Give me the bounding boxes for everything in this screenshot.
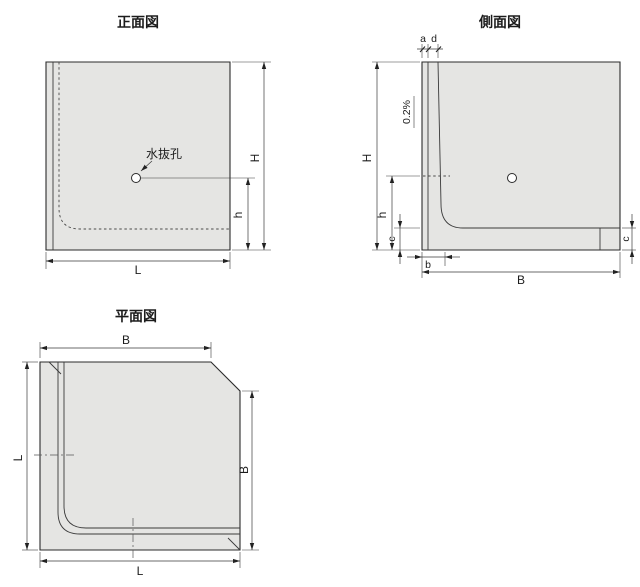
front-dim-H-label: H	[248, 154, 262, 163]
side-dim-a-label: a	[420, 33, 426, 45]
side-panel-face	[421, 61, 621, 251]
side-drain-hole	[507, 173, 517, 183]
plan-wall-end-chamfer-right	[227, 537, 241, 551]
front-view-title: 正面図	[117, 14, 159, 30]
side-dim-cright-label: c	[620, 236, 632, 241]
side-dim-B-label: B	[517, 273, 525, 287]
drain-hole-leader-arrow	[140, 160, 153, 172]
side-wall-back-face-and-base-line	[437, 61, 620, 229]
side-dim-tick-3	[435, 46, 442, 53]
front-hidden-base-outline	[58, 62, 230, 230]
side-dim-tick-1	[419, 46, 426, 53]
plan-dim-Bright-label: B	[237, 466, 251, 474]
side-dim-d-label: d	[431, 33, 437, 45]
side-dim-H-label: H	[360, 154, 374, 163]
front-view: 正面図 水抜孔 H h L	[45, 14, 271, 277]
side-dim-cleft-label: c	[386, 236, 398, 241]
front-drain-hole	[131, 173, 141, 183]
side-dim-h-label: h	[375, 212, 389, 219]
front-dim-h-label: h	[231, 212, 245, 219]
plan-wall-end-chamfer-top	[48, 361, 62, 375]
plan-dim-Lleft-label: L	[11, 454, 25, 461]
side-dim-tick-2	[425, 46, 432, 53]
plan-base-outline	[39, 361, 241, 551]
front-dim-L-label: L	[135, 263, 142, 277]
plan-view-title: 平面図	[115, 308, 157, 324]
front-panel-face	[45, 61, 231, 251]
slope-label: 0.2%	[401, 100, 413, 124]
plan-wall-chamfer-line	[57, 362, 240, 535]
side-view: 側面図 0.2% a d H h c	[360, 14, 636, 287]
side-view-title: 側面図	[478, 14, 521, 30]
side-dim-b-label: b	[425, 259, 431, 271]
plan-dim-Btop-label: B	[122, 333, 130, 347]
drain-hole-label: 水抜孔	[146, 147, 182, 161]
plan-wall-inner-face-line	[63, 362, 240, 529]
plan-view: 平面図 B L B L	[11, 308, 259, 578]
plan-dim-Lbottom-label: L	[137, 564, 144, 578]
